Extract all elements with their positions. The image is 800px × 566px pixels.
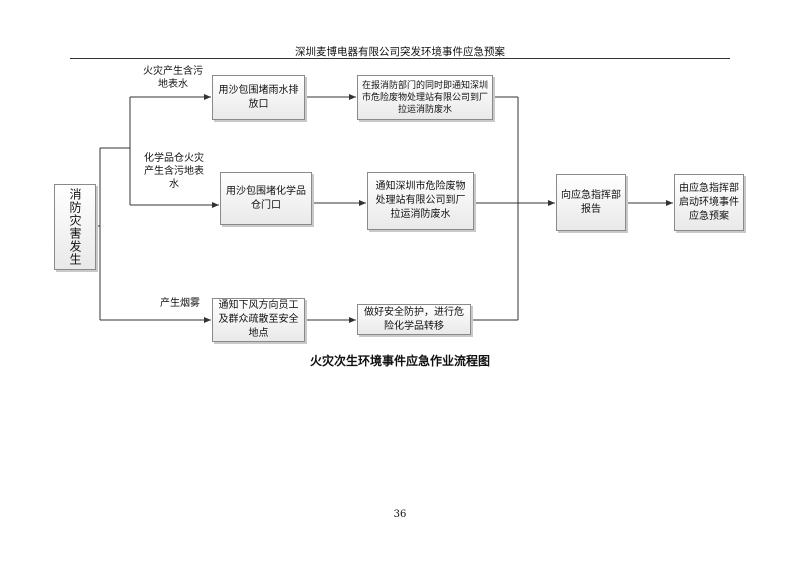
report-command-box: 向应急指挥部报告 (556, 174, 626, 231)
figure-caption: 火灾次生环境事件应急作业流程图 (309, 354, 490, 368)
page-header: 深圳麦博电器有限公司突发环境事件应急预案 (295, 46, 505, 58)
block-chem-door-box: 用沙包围堵化学品仓门口 (220, 172, 312, 225)
branch-label-smoke: 产生烟雾 (160, 298, 200, 309)
page-number: 36 (393, 509, 407, 520)
protect-transfer-box: 做好安全防护，进行危险化学品转移 (357, 304, 471, 335)
header-rule (70, 58, 730, 59)
start-event-box: 消防灾害发生 (54, 184, 96, 270)
activate-plan-box: 由应急指挥部启动环境事件应急预案 (674, 174, 744, 231)
evacuate-box: 通知下风方向员工及群众疏散至安全地点 (212, 298, 305, 342)
branch-label-rainwater: 火灾产生含污地表水 (143, 66, 203, 90)
notify-hazwaste-box-1: 在报消防部门的同时即通知深圳市危险废物处理站有限公司到厂拉运消防废水 (357, 75, 493, 120)
block-rain-outlet-box: 用沙包围堵雨水排放口 (212, 75, 305, 120)
notify-hazwaste-box-2: 通知深圳市危险废物处理站有限公司到厂拉运消防废水 (367, 172, 474, 230)
branch-label-chemical: 化学品仓火灾产生含污地表水 (144, 153, 204, 190)
start-event-label: 消防灾害发生 (68, 188, 82, 266)
